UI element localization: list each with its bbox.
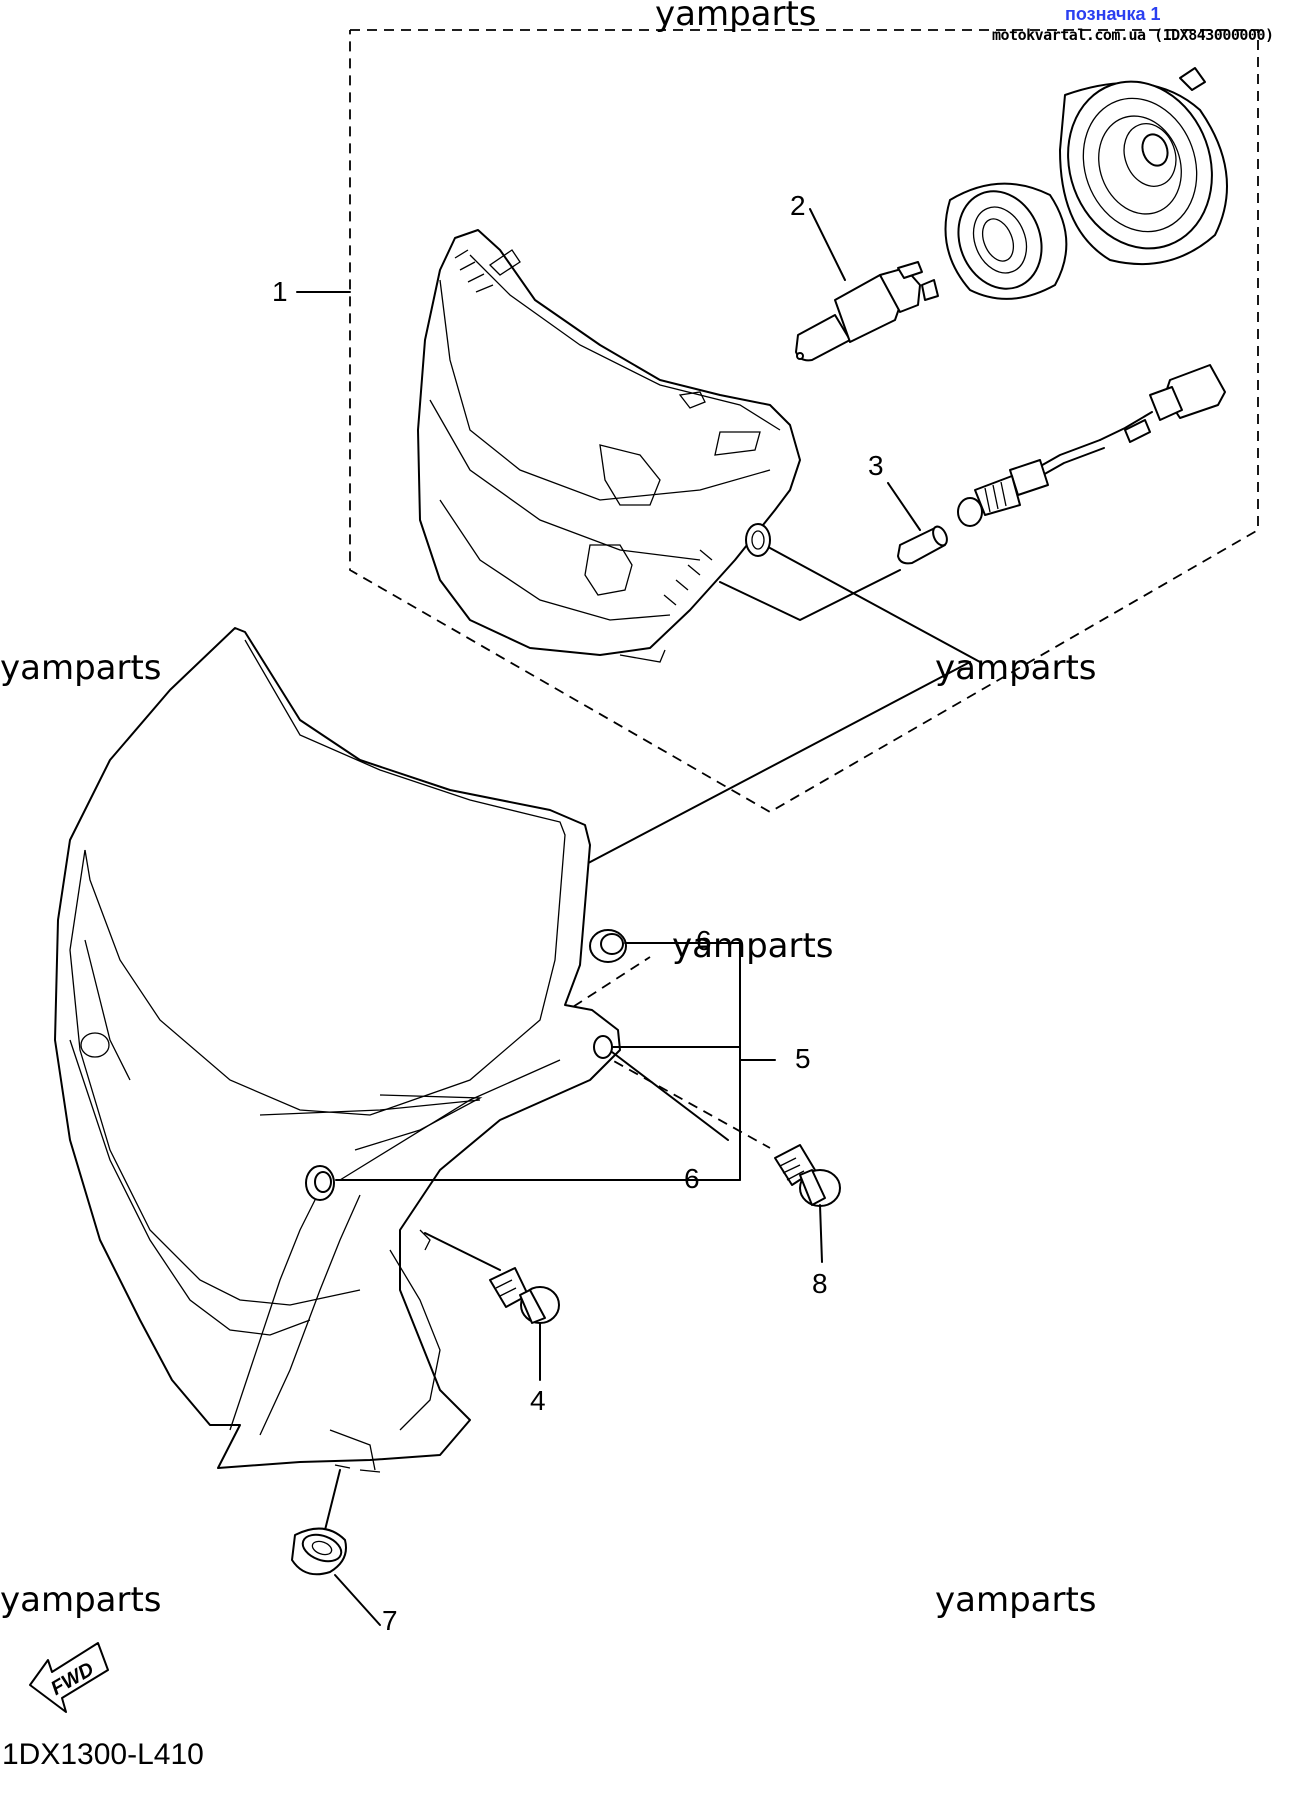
bolt-8 — [774, 1144, 841, 1263]
callout-6-upper: 6 — [696, 925, 712, 956]
headlight-unit — [417, 229, 801, 663]
leader-bolt8-axis — [611, 1051, 729, 1141]
bulb-ring — [944, 182, 1068, 300]
headlight-bulb — [795, 208, 939, 362]
callout-8: 8 — [812, 1268, 828, 1299]
watermark: yamparts — [672, 926, 834, 966]
rubber-boot — [1059, 67, 1228, 266]
callout-6-lower: 6 — [684, 1163, 700, 1194]
watermark: yamparts — [935, 1580, 1097, 1620]
watermark: yamparts — [0, 1580, 162, 1620]
bolt-4 — [424, 1232, 560, 1381]
callout-1: 1 — [272, 276, 288, 307]
alignment-line-1 — [555, 661, 971, 881]
watermark: yamparts — [935, 648, 1097, 688]
callout-4: 4 — [530, 1385, 546, 1416]
watermark: yamparts — [655, 0, 817, 34]
site-reference: motokvartal.com.ua (1DX843000000) — [992, 26, 1274, 44]
mark-label: позначка 1 — [1065, 4, 1161, 24]
grommet-lower — [305, 1165, 335, 1201]
position-bulb — [887, 482, 948, 565]
position-lamp-harness — [957, 364, 1226, 527]
leader-socket-b — [719, 569, 901, 621]
cover-hole — [593, 1035, 613, 1059]
callout-3: 3 — [868, 450, 884, 481]
watermark: yamparts — [0, 648, 162, 688]
fwd-arrow-icon — [29, 1642, 109, 1713]
headlight-cover — [54, 627, 621, 1473]
grommet-7 — [291, 1469, 381, 1626]
grommet-upper — [589, 929, 627, 963]
callout-7: 7 — [382, 1605, 398, 1636]
assembly-boundary-dashed — [349, 29, 1259, 814]
leader-socket-a — [769, 547, 981, 663]
callout-2: 2 — [790, 190, 806, 221]
diagram-code: 1DX1300-L410 — [2, 1738, 204, 1771]
callout-5: 5 — [795, 1043, 811, 1074]
